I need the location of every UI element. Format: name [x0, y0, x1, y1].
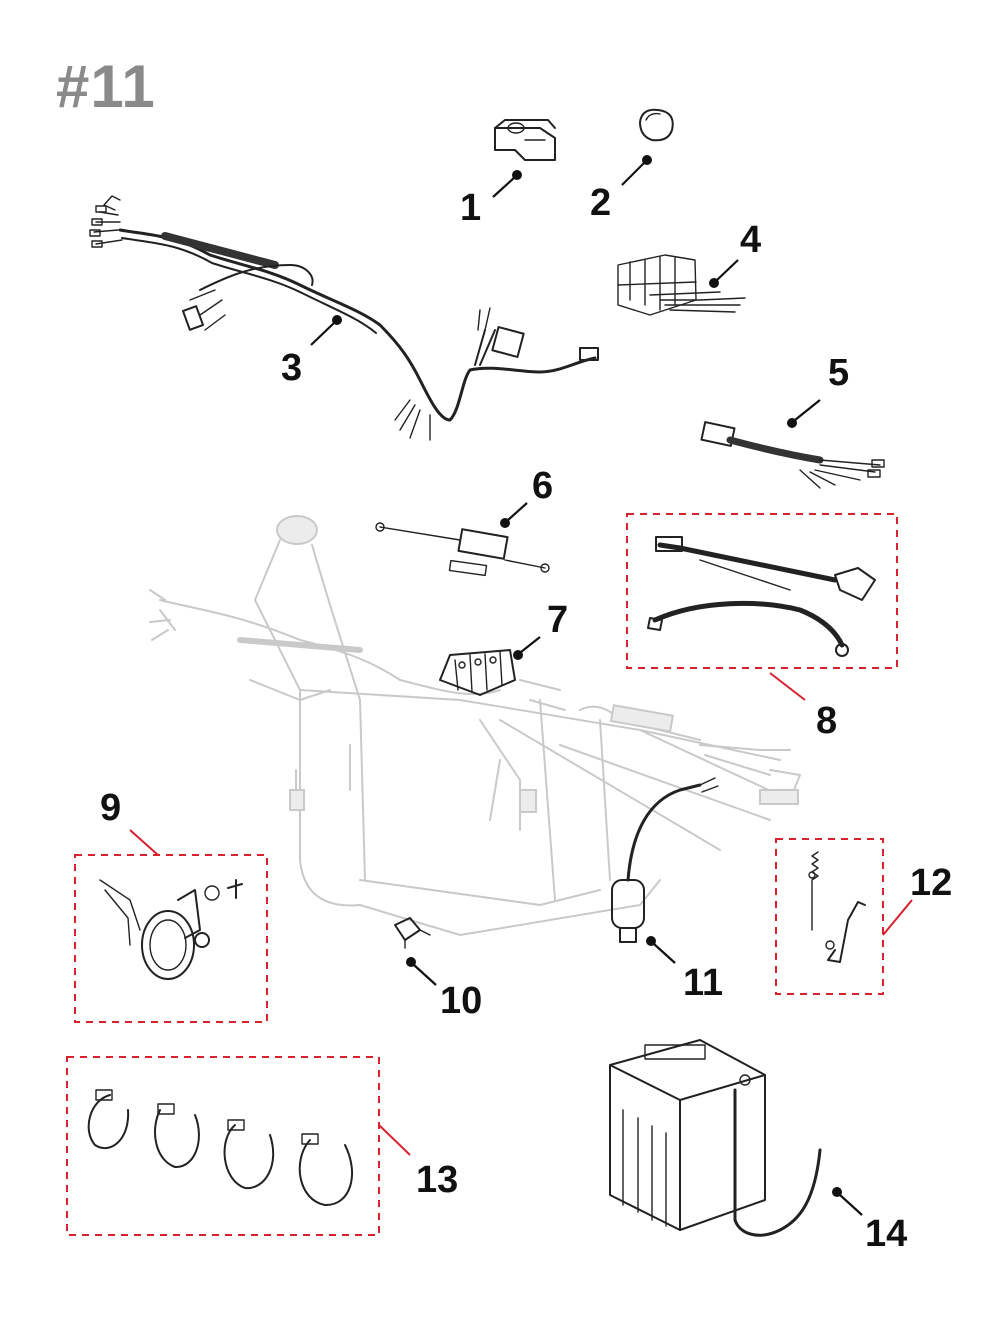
- callout-6: 6: [532, 465, 553, 507]
- callout-4: 4: [740, 219, 761, 261]
- callout-14: 14: [865, 1213, 907, 1255]
- callout-7: 7: [547, 599, 568, 641]
- callout-5: 5: [828, 352, 849, 394]
- callout-9: 9: [100, 787, 121, 829]
- part-1-connector-clip: [494, 119, 556, 161]
- part-7-terminal-block: [439, 649, 516, 696]
- callout-3: 3: [281, 347, 302, 389]
- leader-13-line: [378, 1124, 411, 1156]
- part-9-horn: [74, 854, 268, 1023]
- part-10-switch: [394, 917, 431, 949]
- callout-8: 8: [816, 700, 837, 742]
- callout-10: 10: [440, 980, 482, 1022]
- leader-12-line: [882, 899, 913, 936]
- part-5-sub-harness: [700, 421, 885, 489]
- callout-2: 2: [590, 182, 611, 224]
- callout-12: 12: [910, 862, 952, 904]
- callout-11: 11: [683, 962, 723, 1004]
- leader-9-line: [129, 829, 159, 856]
- part-4-connector-block: [617, 254, 746, 316]
- frame-ghost: [149, 515, 801, 936]
- part-14-battery: [609, 1039, 822, 1237]
- part-2-rubber-cap: [639, 108, 674, 142]
- part-12-springs: [775, 838, 884, 995]
- page-title: #11: [56, 53, 156, 120]
- callout-13: 13: [416, 1159, 458, 1201]
- leaders: [310, 155, 863, 1216]
- part-3-wiring-harness: [89, 195, 599, 441]
- leader-8-line: [769, 672, 806, 701]
- part-11-stop-switch: [611, 777, 719, 943]
- part-8-battery-cables: [626, 513, 898, 669]
- part-6-fuse-holder: [375, 522, 550, 577]
- part-13-clamp-bands: [66, 1056, 380, 1236]
- callout-1: 1: [460, 187, 481, 229]
